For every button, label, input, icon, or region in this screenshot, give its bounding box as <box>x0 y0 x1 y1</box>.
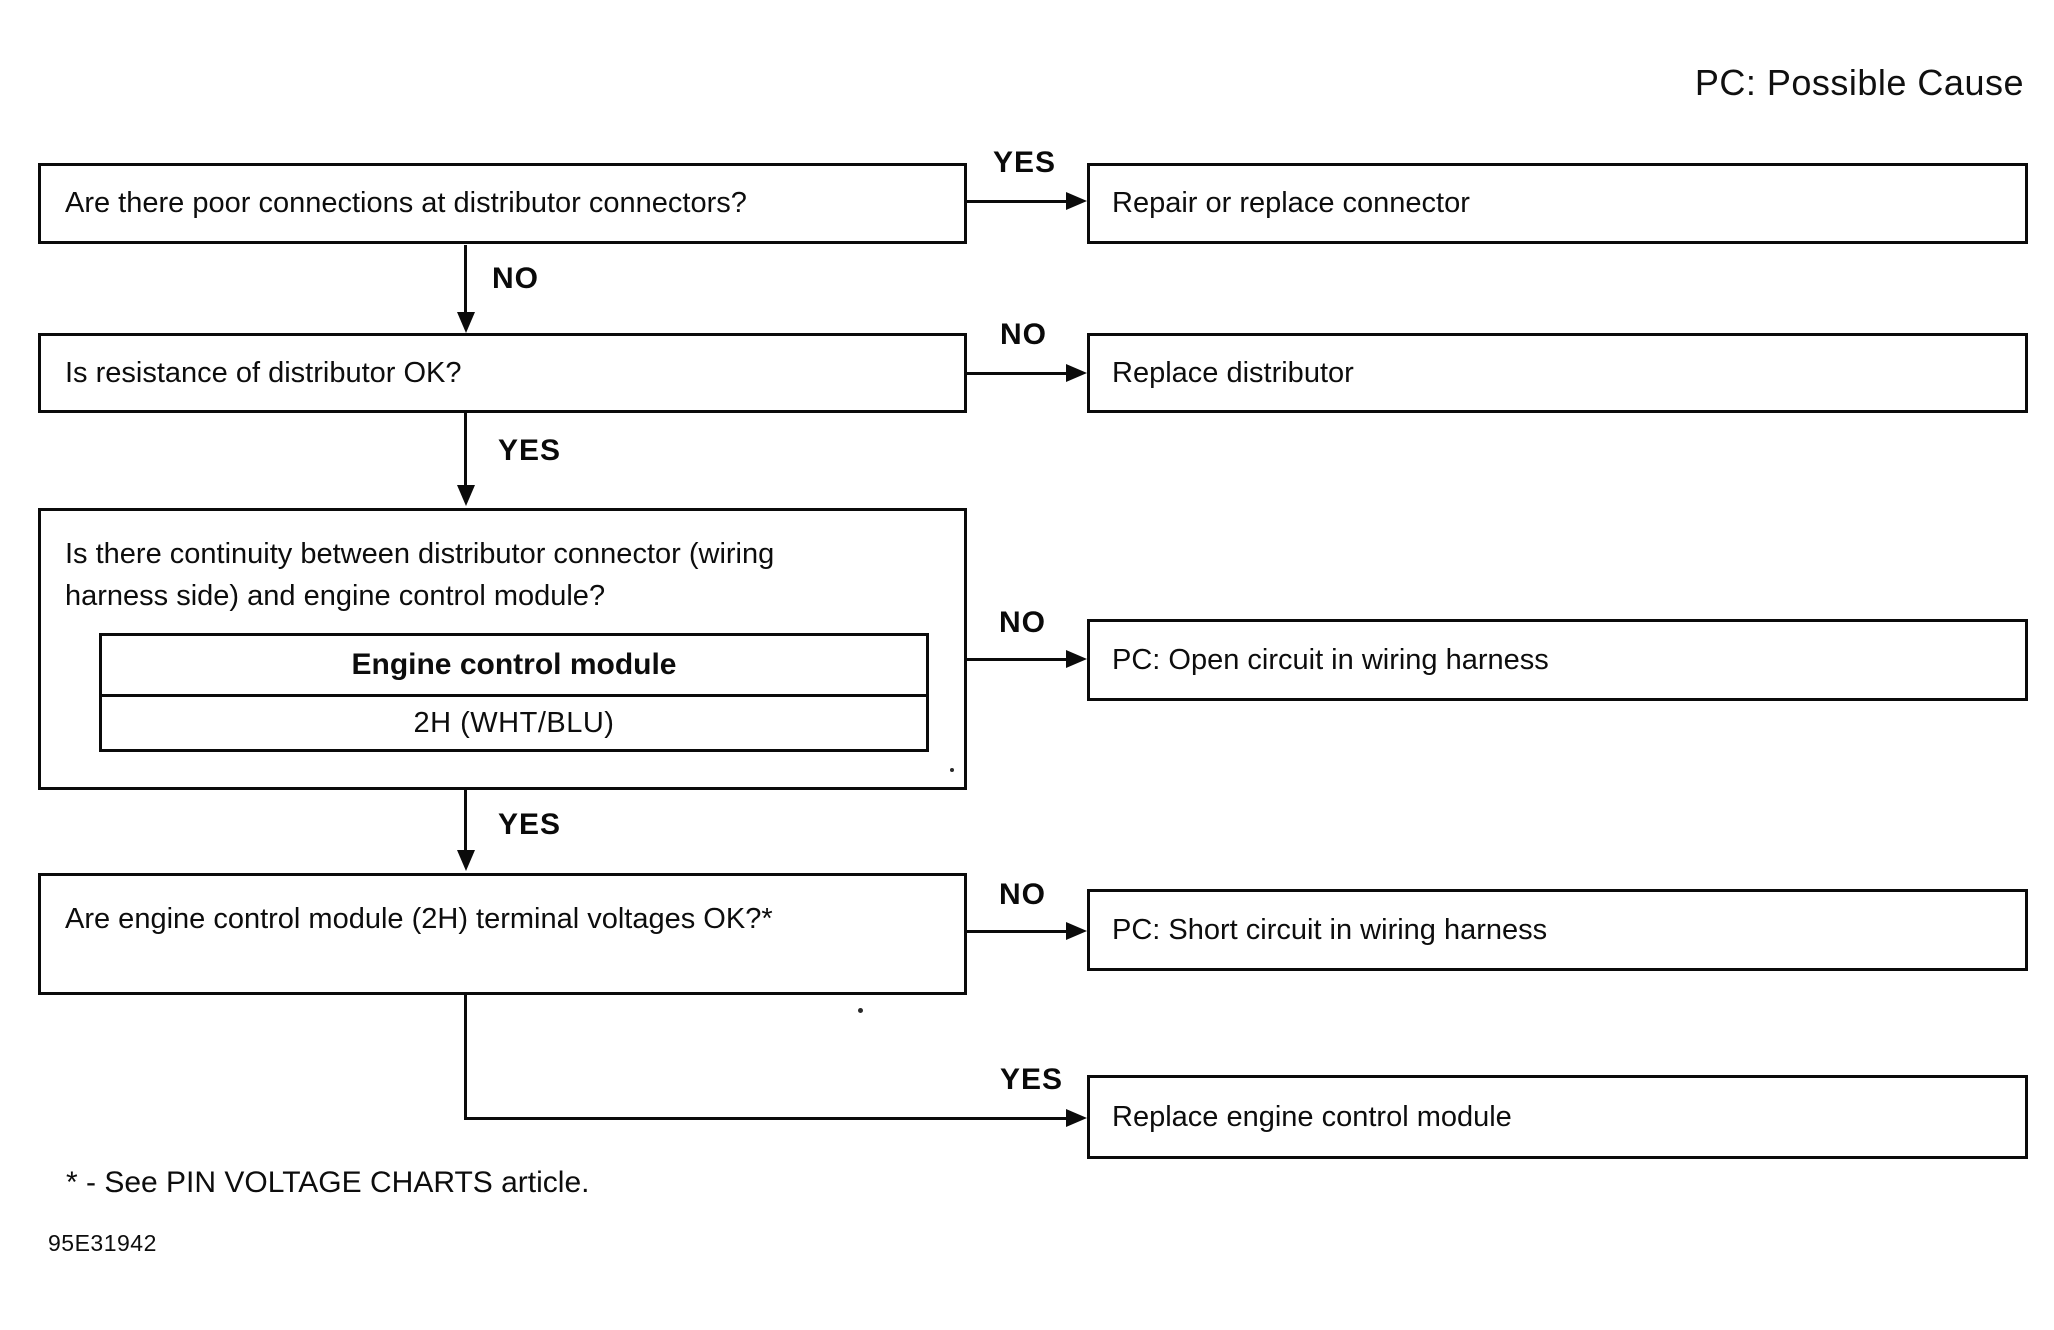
arrow-line-q4-no <box>967 930 1067 933</box>
result-1-text: Repair or replace connector <box>1112 187 1470 220</box>
edge-label-q1-yes: YES <box>993 146 1057 179</box>
ecm-table-header: Engine control module <box>102 636 926 697</box>
result-2-text: Replace distributor <box>1112 356 1354 389</box>
arrow-line-q2-no <box>967 372 1067 375</box>
arrowhead-down-icon <box>457 850 475 871</box>
arrow-line-q4-yes-vertical <box>464 995 467 1120</box>
edge-label-q4-yes: YES <box>1000 1063 1064 1096</box>
question-2-text: Is resistance of distributor OK? <box>65 356 462 389</box>
question-box-1: Are there poor connections at distributo… <box>38 163 967 244</box>
arrow-line-q3-yes <box>464 790 467 853</box>
question-box-4: Are engine control module (2H) terminal … <box>38 873 967 995</box>
question-3-text-line2: harness side) and engine control module? <box>65 580 606 613</box>
edge-label-q3-no: NO <box>999 606 1046 639</box>
arrow-line-q4-yes-horizontal <box>464 1117 1067 1120</box>
arrow-line-q3-no <box>967 658 1067 661</box>
arrow-line-q1-yes <box>967 200 1067 203</box>
result-box-replace-ecm: Replace engine control module <box>1087 1075 2028 1159</box>
result-4-text: PC: Short circuit in wiring harness <box>1112 913 1548 946</box>
scan-speck <box>950 768 954 772</box>
arrowhead-right-icon <box>1066 364 1087 382</box>
result-box-open-circuit: PC: Open circuit in wiring harness <box>1087 619 2028 701</box>
edge-label-q1-no: NO <box>492 262 539 295</box>
edge-label-q4-no: NO <box>999 878 1046 911</box>
ecm-terminal-value: 2H (WHT/BLU) <box>413 706 615 739</box>
arrowhead-right-icon <box>1066 1109 1087 1127</box>
arrowhead-down-icon <box>457 312 475 333</box>
arrow-line-q2-yes <box>464 413 467 488</box>
arrowhead-right-icon <box>1066 650 1087 668</box>
arrowhead-right-icon <box>1066 192 1087 210</box>
edge-label-q3-yes: YES <box>498 808 562 841</box>
question-box-3: Is there continuity between distributor … <box>38 508 967 790</box>
question-3-text-line1: Is there continuity between distributor … <box>65 538 775 570</box>
result-3-text: PC: Open circuit in wiring harness <box>1112 643 1549 676</box>
edge-label-q2-no: NO <box>1000 318 1047 351</box>
result-box-replace-distributor: Replace distributor <box>1087 333 2028 413</box>
result-5-text: Replace engine control module <box>1112 1100 1512 1133</box>
footnote-text: * - See PIN VOLTAGE CHARTS article. <box>66 1166 590 1199</box>
result-box-short-circuit: PC: Short circuit in wiring harness <box>1087 889 2028 971</box>
scan-speck <box>858 1008 863 1013</box>
legend-text: PC: Possible Cause <box>1694 62 2024 103</box>
arrow-line-q1-no <box>464 245 467 315</box>
figure-id-text: 95E31942 <box>48 1230 157 1256</box>
result-box-repair-connector: Repair or replace connector <box>1087 163 2028 244</box>
question-box-2: Is resistance of distributor OK? <box>38 333 967 413</box>
question-4-text: Are engine control module (2H) terminal … <box>65 903 773 935</box>
arrowhead-right-icon <box>1066 922 1087 940</box>
edge-label-q2-yes: YES <box>498 434 562 467</box>
arrowhead-down-icon <box>457 485 475 506</box>
engine-control-module-table: Engine control module 2H (WHT/BLU) <box>99 633 929 752</box>
question-1-text: Are there poor connections at distributo… <box>65 187 747 220</box>
